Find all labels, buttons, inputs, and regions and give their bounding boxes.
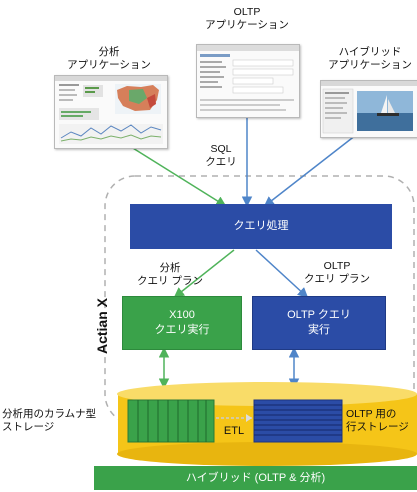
row-storage-label: OLTP 用の 行ストレージ: [346, 408, 409, 433]
analytics-dashboard-thumbnail: [55, 76, 167, 144]
oltp-execution-box: OLTP クエリ 実行: [252, 296, 386, 350]
arrow-oltp-plan: [255, 249, 309, 299]
etl-label: ETL: [223, 425, 245, 437]
oltp-app-label: OLTP アプリケーション: [205, 6, 289, 31]
actian-x-boundary: [104, 175, 415, 425]
actian-x-label: Actian X: [94, 298, 110, 355]
query-processing-box: クエリ処理: [130, 204, 392, 249]
arrow-hybrid-app: [263, 127, 366, 207]
arrow-analytics-plan: [173, 249, 235, 298]
analytics-app-label: 分析 アプリケーション: [67, 46, 151, 71]
oltp-app-screenshot: [196, 44, 300, 118]
hybrid-app-thumbnail: [321, 81, 417, 134]
analytics-plan-label: 分析 クエリ プラン: [137, 262, 203, 287]
hybrid-app-label: ハイブリッド アプリケーション: [328, 46, 412, 71]
x100-execution-box: X100 クエリ実行: [122, 296, 242, 350]
analytics-app-screenshot: [54, 75, 168, 149]
hybrid-app-screenshot: [320, 80, 417, 138]
columnar-storage-label: 分析用のカラムナ型 ストレージ: [2, 408, 97, 433]
hybrid-footer-bar: ハイブリッド (OLTP & 分析): [94, 466, 417, 490]
oltp-form-thumbnail: [197, 45, 299, 111]
sql-query-label: SQL クエリ: [205, 143, 237, 168]
oltp-plan-label: OLTP クエリ プラン: [304, 260, 370, 285]
